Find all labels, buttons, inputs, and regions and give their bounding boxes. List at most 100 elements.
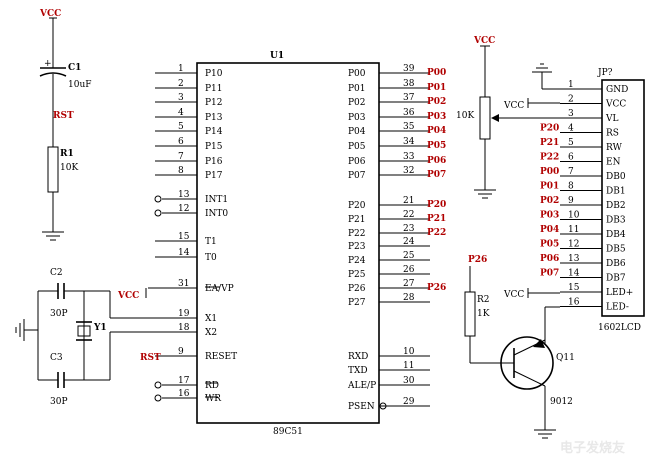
q11-part: 9012 — [550, 397, 573, 407]
lcd-pin-number: 14 — [568, 269, 580, 279]
lcd-pin-name: RW — [606, 143, 623, 153]
contrast-pot: VCC 10K — [456, 36, 560, 199]
lcd-part: 1602LCD — [598, 323, 641, 333]
lcd-net-label: P01 — [540, 182, 559, 192]
reset-circuit: VCC + C1 10uF RST R1 10K — [39, 9, 92, 241]
lcd-pin-number: 4 — [568, 124, 574, 134]
pin-name: P22 — [348, 229, 366, 239]
ground-icon — [474, 189, 496, 199]
lcd-pin-name: DB4 — [606, 230, 626, 240]
pin-number: 16 — [178, 389, 190, 399]
lcd-net-label: P22 — [540, 153, 559, 163]
net-label: P22 — [427, 228, 446, 238]
pin-name: T1 — [205, 237, 217, 247]
pin-name: P04 — [348, 127, 366, 137]
pin-name: ALE/P — [347, 381, 376, 391]
pin-name: PSEN — [348, 402, 375, 412]
lcd-pin-name: VCC — [605, 100, 626, 110]
c1-ref: C1 — [68, 63, 81, 73]
lcd-pin-name: LED+ — [606, 288, 633, 298]
pin-number: 2 — [178, 79, 184, 89]
lcd-pin-name: DB5 — [606, 245, 626, 255]
pin-name: P25 — [348, 270, 366, 280]
lcd-vcc-label: VCC — [503, 101, 524, 111]
lcd-pin-name: EN — [606, 158, 621, 168]
pin-name: P16 — [205, 157, 223, 167]
c3-value: 30P — [50, 397, 68, 407]
pin-dot-icon — [154, 381, 162, 389]
pin-number: 26 — [403, 265, 415, 275]
lcd-pin-name: DB1 — [606, 187, 626, 197]
lcd-pin-number: 16 — [568, 298, 580, 308]
lcd-pin-name: RS — [606, 129, 619, 139]
net-label: P01 — [427, 83, 446, 93]
pot-vcc-label: VCC — [473, 36, 495, 46]
y1-body — [77, 325, 91, 337]
pin-number: 19 — [178, 309, 190, 319]
led-vcc-label: VCC — [503, 290, 524, 300]
pin-name: P27 — [348, 298, 366, 308]
pin-number: 34 — [403, 137, 415, 147]
lcd-pin-name: DB0 — [606, 172, 626, 182]
r2-body — [464, 291, 476, 337]
net-label: P07 — [427, 170, 446, 180]
net-label: P02 — [427, 97, 446, 107]
ground-icon — [532, 63, 552, 73]
crystal-circuit: C2 30P C3 30P Y1 — [15, 268, 197, 407]
pin-name: P10 — [205, 69, 223, 79]
mcu-body — [196, 62, 380, 424]
pin-name: T0 — [205, 253, 217, 263]
pin-number: 25 — [403, 251, 415, 261]
pin-name: WR — [205, 394, 221, 404]
pin-number: 17 — [178, 376, 190, 386]
pot-value: 10K — [456, 111, 474, 121]
c2-ref: C2 — [50, 268, 63, 278]
pin-name: RD — [205, 381, 219, 391]
pin-number: 38 — [403, 79, 415, 89]
y1-ref: Y1 — [93, 323, 107, 333]
pin-name: P26 — [348, 284, 366, 294]
pin-name: P02 — [348, 98, 366, 108]
pin-number: 37 — [403, 93, 415, 103]
net-label: P26 — [427, 283, 446, 293]
lcd-net-label: P21 — [540, 138, 559, 148]
lcd-net-label: P05 — [540, 240, 559, 250]
ground-icon — [42, 231, 64, 241]
pin-number: 8 — [178, 166, 184, 176]
pin-name: P20 — [348, 201, 366, 211]
lcd-pin-number: 9 — [568, 196, 574, 206]
net-label: P03 — [427, 112, 446, 122]
pin-number: 4 — [178, 108, 184, 118]
net-label: P04 — [427, 126, 446, 136]
pin-number: 33 — [403, 152, 415, 162]
lcd-pin-name: VL — [605, 114, 618, 124]
pin-name: EA/VP — [205, 284, 234, 294]
pin-name: INT1 — [205, 195, 228, 205]
pin-name: RESET — [205, 352, 237, 362]
pin-name: P12 — [205, 98, 223, 108]
lcd-pin-name: GND — [606, 85, 628, 95]
c2-value: 30P — [50, 309, 68, 319]
pin-number: 24 — [403, 237, 415, 247]
backlight-driver: P26 R2 1K Q11 9012 — [464, 255, 575, 439]
pin-number: 15 — [178, 232, 190, 242]
mcu-ref: U1 — [270, 51, 284, 61]
mcu-part: 89C51 — [273, 427, 303, 437]
pin-number: 30 — [403, 376, 415, 386]
r2-value: 1K — [477, 309, 490, 319]
emitter-arrow-icon — [533, 339, 545, 348]
r1-value: 10K — [60, 163, 78, 173]
net-label: P00 — [427, 68, 446, 78]
pin-number: 21 — [403, 196, 414, 206]
net-label: P06 — [427, 156, 446, 166]
lcd-pin-number: 3 — [568, 109, 574, 119]
net-label: P05 — [427, 141, 446, 151]
lcd-net-label: P00 — [540, 167, 559, 177]
lcd-pin-number: 15 — [568, 283, 580, 293]
c1-value: 10uF — [68, 80, 92, 90]
lcd-body — [601, 79, 645, 317]
lcd-pin-number: 1 — [568, 80, 574, 90]
lcd-net-label: P03 — [540, 211, 559, 221]
